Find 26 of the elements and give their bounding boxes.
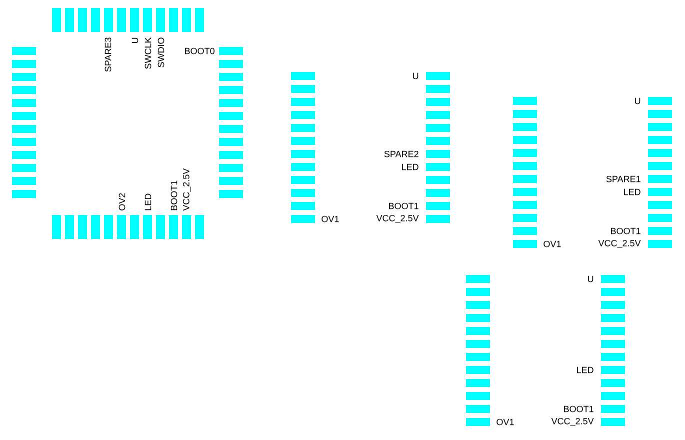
pin-label: VCC_2.5V (598, 240, 641, 248)
pin-label: OV1 (544, 240, 561, 248)
pin-label: LED (624, 188, 640, 196)
pin-label: BOOT0 (185, 48, 214, 54)
pin-label: U (588, 276, 594, 282)
pin-label: SPARE2 (384, 150, 418, 158)
pin-label: SWDIO (158, 38, 164, 68)
pin-label: OV2 (118, 193, 126, 210)
pin-label: SPARE1 (606, 176, 640, 182)
pin-label: VCC_2.5V (182, 168, 192, 211)
pin-label: BOOT1 (389, 202, 418, 210)
pin-label: U (635, 98, 640, 104)
pin-label: LED (402, 164, 418, 170)
pin-label: VCC_2.5V (551, 418, 594, 426)
pin-label: VCC_2.5V (376, 214, 419, 224)
pin-label: BOOT1 (170, 180, 178, 210)
pin-label: SPARE3 (104, 38, 112, 72)
pin-label: SWCLK (144, 37, 152, 69)
pin-label: BOOT1 (611, 228, 640, 234)
pin-label: U (132, 38, 138, 44)
pin-label: OV1 (322, 216, 339, 222)
pin-label: OV1 (496, 418, 514, 426)
pin-label: LED (144, 194, 152, 210)
pin-label: U (413, 72, 418, 80)
pin-label: LED (577, 366, 594, 374)
pin-label: BOOT1 (564, 406, 594, 412)
